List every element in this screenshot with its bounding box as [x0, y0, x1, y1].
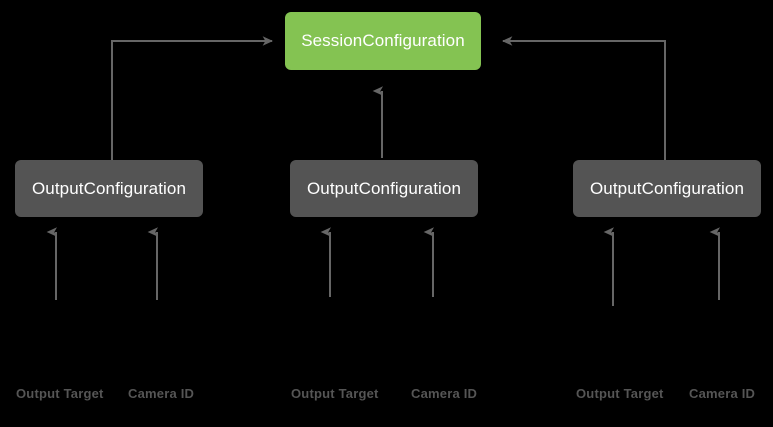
connector-right-output-to-session [501, 36, 666, 160]
node-output-configuration-2-label: OutputConfiguration [306, 178, 462, 198]
leaf-label-camera-id-3: Camera ID [689, 386, 756, 401]
node-output-configuration-3[interactable]: OutputConfiguration [573, 160, 761, 217]
node-output-configuration-1-label: OutputConfiguration [31, 178, 187, 198]
leaf-label-output-target-1: Output Target [16, 386, 104, 401]
leaf-label-camera-id-2: Camera ID [411, 386, 478, 401]
node-output-configuration-1[interactable]: OutputConfiguration [15, 160, 203, 217]
node-session-configuration-label: SessionConfiguration [301, 31, 465, 50]
leaf-label-output-target-2: Output Target [291, 386, 379, 401]
node-output-configuration-3-label: OutputConfiguration [589, 178, 745, 198]
connector-left-output-to-session [111, 36, 274, 160]
leaf-label-output-target-3: Output Target [576, 386, 664, 401]
node-output-configuration-2[interactable]: OutputConfiguration [290, 160, 478, 217]
leaf-label-camera-id-1: Camera ID [128, 386, 195, 401]
node-session-configuration[interactable]: SessionConfiguration [285, 12, 481, 70]
